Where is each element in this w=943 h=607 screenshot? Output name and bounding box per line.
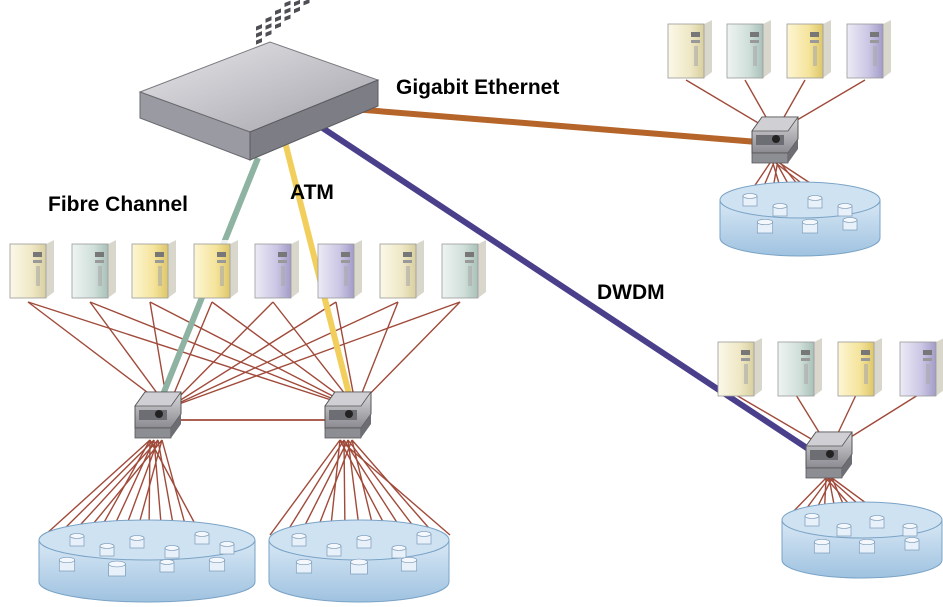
fanout-cable <box>339 439 451 536</box>
san-switches <box>134 116 853 479</box>
server-icon <box>667 20 712 79</box>
atm-label: ATM <box>290 181 334 204</box>
server-icon <box>131 240 176 299</box>
fanout-cable <box>314 439 353 536</box>
fanout-cable <box>153 439 163 536</box>
server-icon <box>379 240 424 299</box>
san-switch-icon <box>751 116 799 164</box>
fanout-cable <box>167 301 337 409</box>
fanout-cable <box>343 439 346 536</box>
fanout-cable <box>299 439 349 536</box>
storage-array-icon <box>719 181 881 257</box>
fanout-cable <box>329 439 341 536</box>
fanout-cable <box>355 301 461 409</box>
fanout-cable <box>89 301 169 409</box>
san-switch-icon <box>134 391 182 439</box>
fanout-cable <box>347 439 421 536</box>
fanout-cable <box>44 439 151 536</box>
fanout-cable <box>122 439 159 536</box>
san-switch-icon <box>324 391 372 439</box>
atm-link <box>281 137 353 399</box>
server-icon <box>441 240 486 299</box>
fanout-cable <box>269 439 341 536</box>
fanout-cables <box>27 79 919 536</box>
fanout-cable <box>335 301 357 409</box>
gigabit-ethernet-label: Gigabit Ethernet <box>396 76 560 99</box>
fanout-cable <box>167 301 461 409</box>
fanout-cable <box>27 301 357 409</box>
fanout-cable <box>284 439 345 536</box>
dwdm-link <box>316 122 827 463</box>
server-icon <box>899 338 943 397</box>
fanout-cable <box>89 301 357 409</box>
servers <box>9 20 943 397</box>
fanout-cable <box>351 439 436 536</box>
fanout-cable <box>149 439 202 536</box>
server-icon <box>777 338 822 397</box>
fanout-cable <box>351 439 376 536</box>
fanout-cable <box>339 439 391 536</box>
fanout-cable <box>355 301 399 409</box>
server-icon <box>254 240 299 299</box>
fibre-channel-label: Fibre Channel <box>48 193 189 216</box>
fanout-cable <box>27 301 169 409</box>
fanout-cable <box>148 439 151 536</box>
server-icon <box>837 338 882 397</box>
dwdm-label: DWDM <box>597 281 665 304</box>
server-icon <box>317 240 362 299</box>
storage-array-icon <box>268 519 450 603</box>
storage-array-icon <box>38 519 256 603</box>
server-icon <box>717 338 762 397</box>
server-icon <box>71 240 116 299</box>
server-icon <box>846 20 891 79</box>
server-icon <box>786 20 831 79</box>
san-switch-icon <box>805 431 853 479</box>
fanout-cable <box>157 439 176 536</box>
gigabit-ethernet-link <box>339 105 771 146</box>
fanout-cable <box>167 301 213 409</box>
fanout-cable <box>347 439 361 536</box>
server-icon <box>9 240 54 299</box>
server-icon <box>193 240 238 299</box>
server-icon <box>726 20 771 79</box>
storage-array-icon <box>781 501 943 579</box>
fanout-cable <box>57 439 155 536</box>
fanout-cable <box>167 301 399 409</box>
storage-arrays <box>38 181 943 603</box>
fanout-cable <box>167 301 274 409</box>
fanout-cable <box>70 439 159 536</box>
fanout-cable <box>96 439 151 536</box>
core-switch-icon <box>138 0 380 161</box>
fanout-cable <box>343 439 406 536</box>
fanout-cable <box>109 439 155 536</box>
